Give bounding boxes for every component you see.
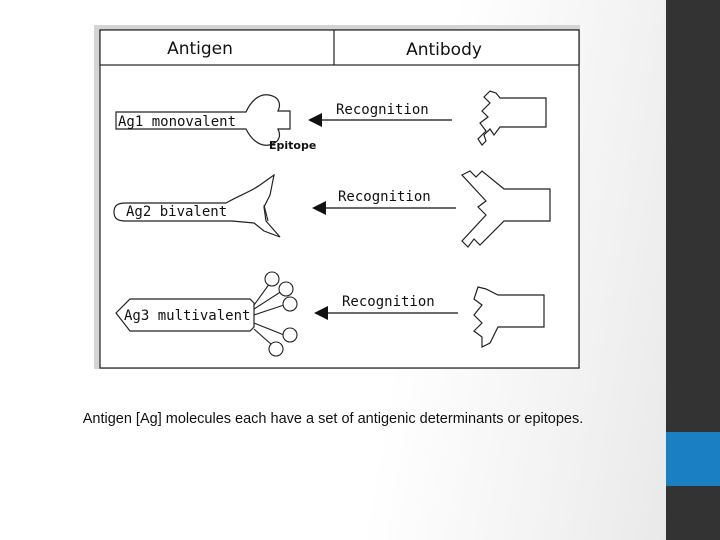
arrow-ag1-label: Recognition bbox=[336, 102, 429, 118]
row-bivalent: Ag2 bivalent Recognition bbox=[113, 170, 551, 248]
antigen-ag1-label: Ag1 monovalent bbox=[118, 114, 236, 130]
antibody-ab1-shape bbox=[477, 90, 547, 146]
antigen-ag1-shape bbox=[115, 94, 291, 146]
arrow-ag2-head bbox=[312, 201, 326, 215]
row-multivalent: Ag3 multivalent Recognition bbox=[115, 271, 545, 357]
slide-caption: Antigen [Ag] molecules each have a set o… bbox=[82, 411, 584, 427]
antigen-ag2-shape bbox=[113, 173, 281, 238]
antibody-ab3-shape bbox=[473, 286, 545, 348]
slide-accent-block bbox=[666, 432, 720, 486]
row-monovalent: Ag1 monovalent Epitope Recognition bbox=[115, 90, 547, 152]
figure-canvas: Antigen Antibody Ag1 monovalent Epitope … bbox=[99, 29, 580, 369]
antigen-ag3-stalks bbox=[253, 282, 285, 346]
antigen-antibody-figure: Antigen Antibody Ag1 monovalent Epitope … bbox=[94, 25, 580, 369]
antigen-ag2-notch bbox=[263, 204, 269, 222]
antigen-ag3-label: Ag3 multivalent bbox=[124, 308, 250, 324]
arrow-ag2-label: Recognition bbox=[338, 189, 431, 205]
antibody-ab2-shape bbox=[461, 170, 551, 248]
header-antigen: Antigen bbox=[167, 39, 233, 59]
arrow-ag1-head bbox=[308, 113, 322, 127]
arrow-ag3-label: Recognition bbox=[342, 294, 435, 310]
antigen-ag3-epitopes bbox=[264, 271, 298, 357]
header-row bbox=[99, 29, 580, 66]
epitope-label: Epitope bbox=[269, 139, 316, 152]
header-antibody: Antibody bbox=[406, 40, 482, 60]
antigen-ag2-label: Ag2 bivalent bbox=[126, 204, 227, 220]
arrow-ag3-head bbox=[314, 306, 328, 320]
